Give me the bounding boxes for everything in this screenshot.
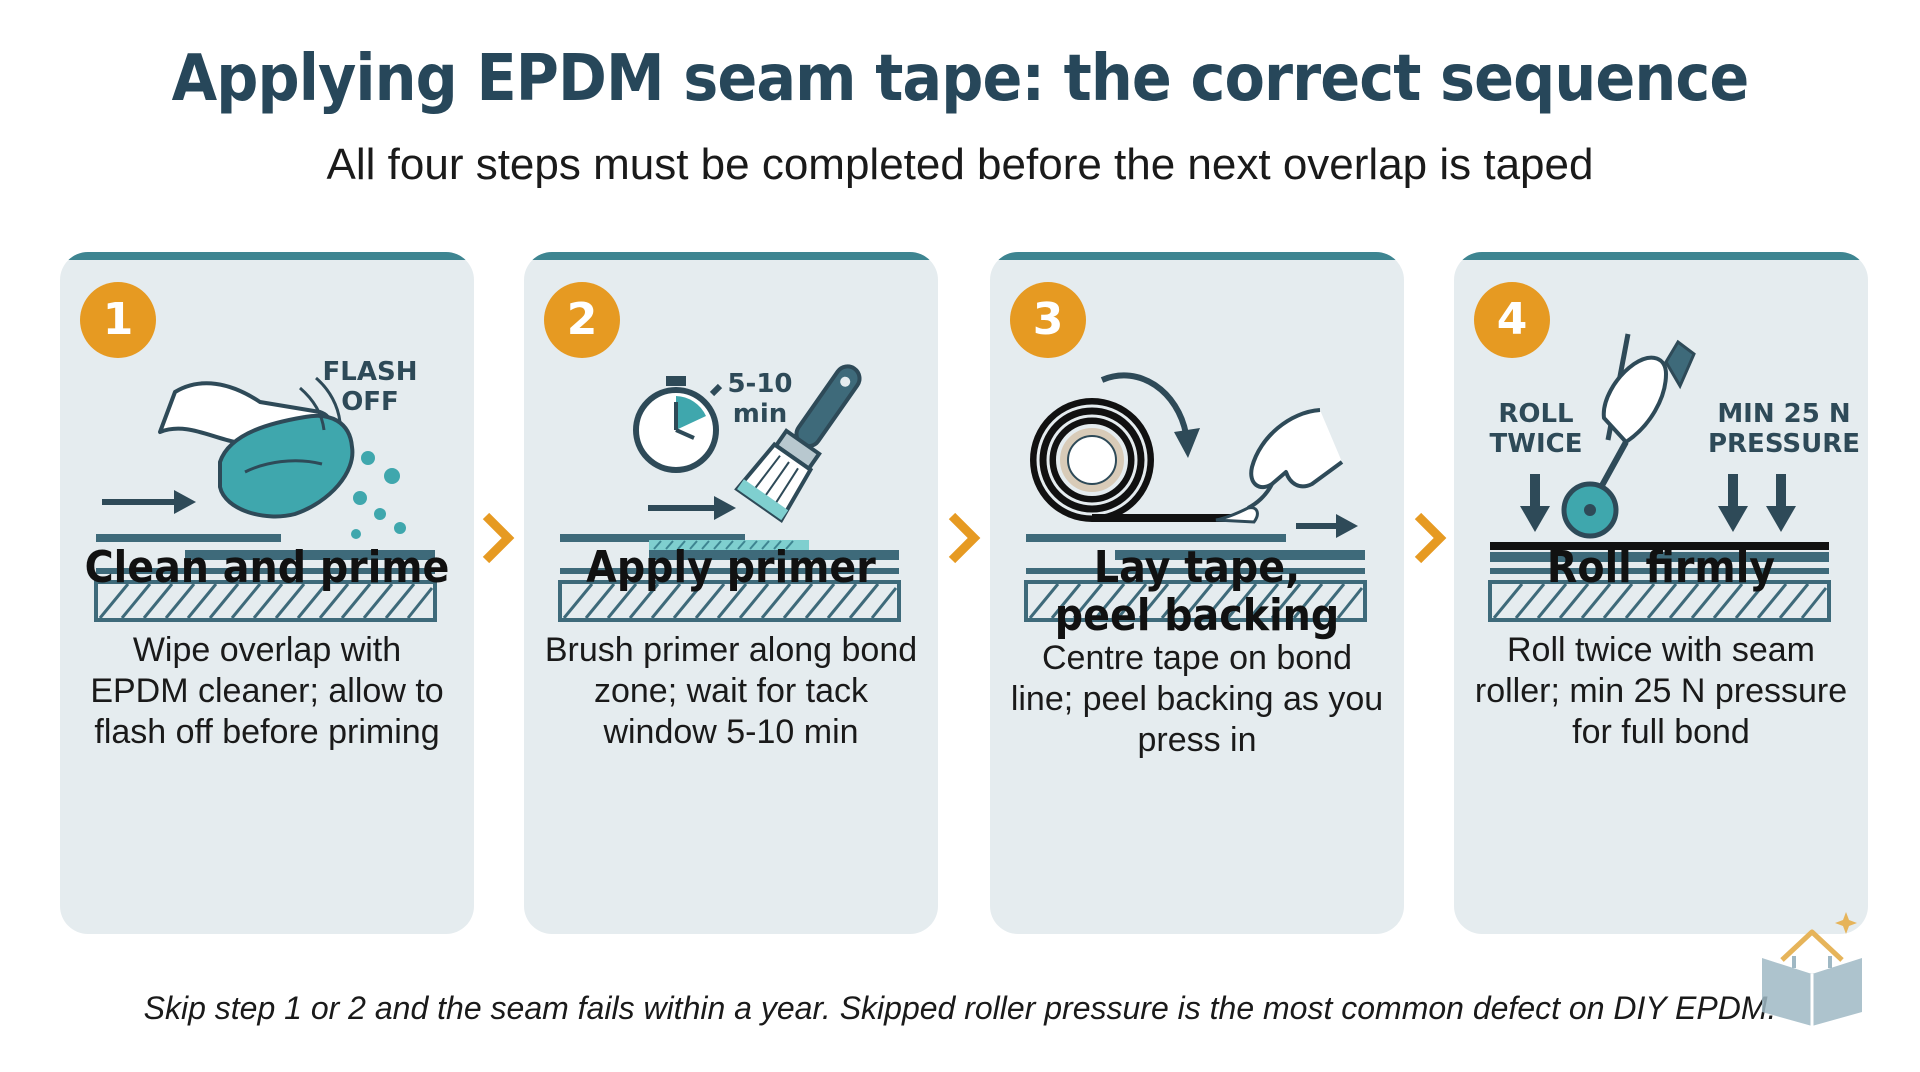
droplets-icon: [351, 451, 406, 539]
pressure-label-line1: MIN 25 N: [1717, 399, 1850, 429]
primer-illustration: 5-10 min: [558, 364, 901, 622]
arrow-down-icon: [1520, 474, 1796, 532]
arrow-right-icon: [1296, 514, 1358, 538]
step-title: Roll firmly: [1546, 542, 1776, 593]
step-card-2: 2: [524, 252, 938, 934]
roof-layers: [94, 534, 437, 622]
clean-illustration: FLASH OFF: [94, 357, 437, 622]
arrow-right-icon: [102, 490, 196, 514]
step-description: Brush primer along bond zone; wait for t…: [544, 631, 918, 751]
book-house-logo-icon: [1762, 912, 1862, 1026]
roof-layers: [558, 534, 901, 622]
seam-roller-icon: [1561, 333, 1696, 539]
peeling-hand-icon: [1215, 408, 1344, 524]
step-number-badge: 2: [544, 282, 620, 358]
step-number-badge: 4: [1474, 282, 1550, 358]
step-number-badge: 3: [1010, 282, 1086, 358]
tack-window-label-line1: 5-10: [727, 369, 792, 399]
roll-twice-label-line1: ROLL: [1498, 399, 1573, 429]
tack-window-label-line2: min: [733, 399, 788, 429]
step-card-3: 3: [990, 252, 1404, 934]
footnote: Skip step 1 or 2 and the seam fails with…: [143, 990, 1777, 1026]
step-title-line1: Lay tape,: [1093, 542, 1301, 593]
roof-layers: [1488, 542, 1831, 622]
roll-illustration: ROLL TWICE MIN 25 N PRESSURE: [1488, 333, 1860, 622]
page-subtitle: All four steps must be completed before …: [326, 140, 1594, 189]
wiping-hand-cloth-icon: [158, 376, 355, 519]
stopwatch-icon: [633, 376, 723, 473]
paint-brush-icon: [734, 364, 862, 523]
flash-off-label-line2: OFF: [341, 387, 399, 417]
step-title: Clean and prime: [84, 542, 450, 593]
roll-twice-label-line2: TWICE: [1490, 429, 1583, 459]
step-description: Centre tape on bond line; peel backing a…: [1010, 639, 1384, 759]
step-card-1: 1: [60, 252, 474, 934]
step-title: Apply primer: [586, 542, 876, 593]
flash-off-label-line1: FLASH: [323, 357, 418, 387]
curved-arrow-icon: [1100, 372, 1200, 458]
tape-roll-icon: [1030, 398, 1247, 522]
step-number-badge: 1: [80, 282, 156, 358]
lay-tape-illustration: [1024, 372, 1367, 622]
step-description: Wipe overlap with EPDM cleaner; allow to…: [90, 631, 444, 751]
arrow-right-icon: [648, 496, 736, 520]
step-card-4: 4 ROLL TWICE MIN 25 N PRESSURE: [1454, 252, 1868, 934]
chevron-right-icon: [482, 512, 515, 564]
chevron-right-icon: [1414, 512, 1447, 564]
page-title: Applying EPDM seam tape: the correct seq…: [171, 42, 1750, 116]
roof-layers: [1024, 534, 1367, 622]
step-description: Roll twice with seam roller; min 25 N pr…: [1474, 631, 1848, 751]
pressure-label-line2: PRESSURE: [1708, 429, 1860, 459]
chevron-right-icon: [948, 512, 981, 564]
step-title-line2: peel backing: [1054, 590, 1340, 641]
